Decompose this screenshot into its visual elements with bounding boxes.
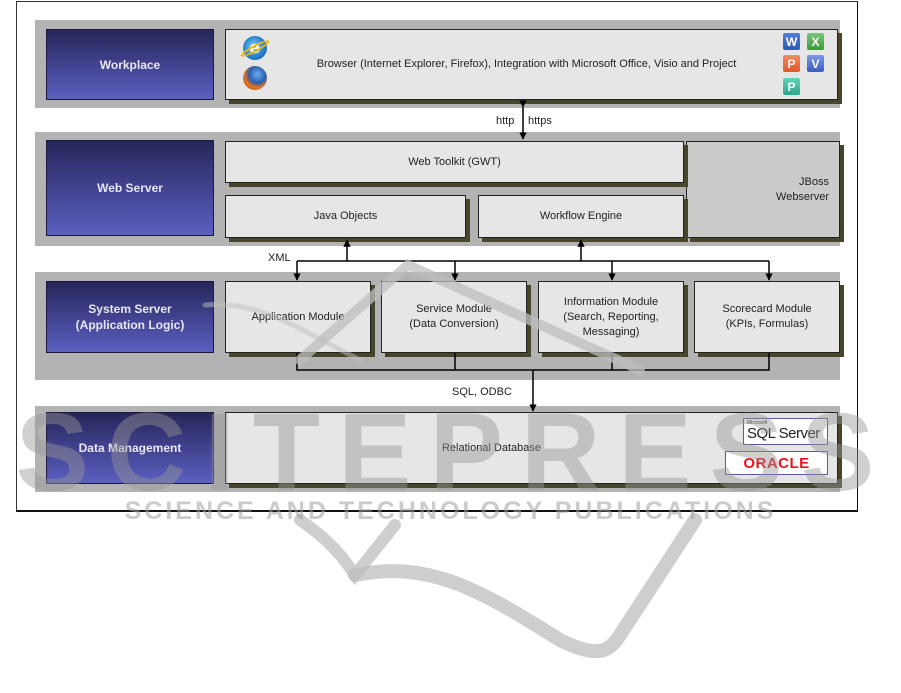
relational-database-label: Relational Database [441,441,542,454]
sql-odbc-label: SQL, ODBC [452,386,512,398]
oracle-logo: ORACLE [725,451,828,475]
scorecard-module-label: Scorecard Module (KPIs, Formulas) [722,303,812,330]
web-toolkit-box-front: Web Toolkit (GWT) [225,141,684,183]
firefox-icon [243,66,267,90]
jboss-webserver-box: JBoss Webserver [686,141,840,238]
excel-icon: X [807,33,824,50]
scorecard-module-box: Scorecard Module (KPIs, Formulas) [694,281,840,353]
xml-label: XML [268,252,291,264]
http-label: http [496,115,515,127]
java-objects-label: Java Objects [313,210,378,222]
sql-server-logo: Microsoft SQL Server [743,418,828,445]
browser-integration-text: Browser (Internet Explorer, Firefox), In… [316,58,737,70]
internet-explorer-icon: e [239,36,271,60]
word-icon: W [783,33,800,50]
project-icon: P [783,78,800,95]
java-objects-box: Java Objects [225,195,466,238]
https-label: https [528,115,552,127]
diagram-frame [16,1,858,512]
web-server-layer-label: Web Server [46,140,214,236]
workflow-engine-box-front: Workflow Engine [478,195,684,238]
visio-icon: V [807,55,824,72]
powerpoint-icon: P [783,55,800,72]
workplace-layer-label: Workplace [46,29,214,100]
jboss-webserver-label: JBoss Webserver [776,175,829,203]
sql-bus [296,353,770,371]
browser-integration-box: Browser (Internet Explorer, Firefox), In… [225,29,838,100]
data-management-layer-label: Data Management [46,412,214,484]
